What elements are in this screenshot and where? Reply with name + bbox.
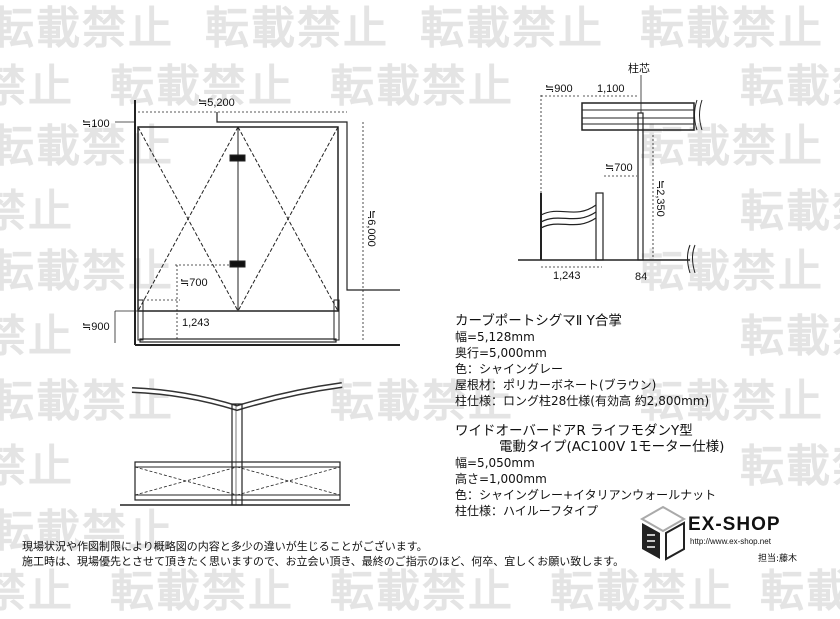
front-view: [120, 382, 350, 506]
watermark-text: 転載禁止: [330, 61, 514, 112]
plan-width-dim: ≒5,200: [198, 97, 235, 109]
side-height-dim: ≒2,350: [654, 180, 666, 217]
watermark-text: 転載禁止: [0, 311, 74, 362]
gate-spec: ワイドオーバードアR ライフモダンY型 電動タイプ(AC100V 1モーター仕様…: [455, 423, 724, 519]
watermark-text: 転載禁止: [0, 246, 174, 297]
watermark-text: 転載禁止: [740, 311, 840, 362]
gate-subtitle: 電動タイプ(AC100V 1モーター仕様): [499, 439, 725, 455]
staff-label: 担当:藤木: [758, 554, 798, 564]
watermark-text: 転載禁止: [0, 121, 174, 172]
watermark-text: 転載禁止: [640, 246, 824, 297]
gate-spec-line: 幅=5,050mm: [455, 456, 535, 470]
gate-spec-line: 柱仕様：ハイルーフタイプ: [455, 504, 599, 518]
carport-spec-line: 屋根材：ポリカーボネート(ブラウン): [455, 378, 657, 392]
side-gate-depth-dim: 1,243: [553, 270, 581, 282]
watermark-text: 転載禁止: [0, 61, 74, 112]
side-view: [518, 75, 703, 274]
side-motor-dim: ≒700: [605, 162, 633, 174]
watermark-text: 転載禁止: [740, 441, 840, 492]
side-post-offset-dim: 1,100: [597, 83, 625, 95]
gate-title: ワイドオーバードアR ライフモダンY型: [455, 423, 693, 439]
carport-spec-line: 奥行=5,000mm: [455, 346, 547, 360]
plan-depth-dim: ≒6,000: [365, 210, 377, 247]
ex-shop-url[interactable]: http://www.ex-shop.net: [690, 537, 771, 546]
watermark-text: 転載禁止: [0, 376, 174, 427]
note-line: 施工時は、現場優先とさせて頂きたく思いますので、お立会い頂き、最終のご指示のほど…: [22, 555, 625, 568]
side-post-width-dim: 84: [635, 271, 647, 283]
drawings: ≒5,200 ≒100 ≒900 ≒6,000 ≒700 1,243 ≒900 …: [82, 61, 703, 506]
note-line: 現場状況や作図制限により概略図の内容と多少の違いが生じることがございます。: [22, 540, 428, 553]
watermark-text: 転載禁止: [0, 441, 74, 492]
watermark-text: 転載禁止: [0, 506, 174, 557]
plan-top-offset-dim: ≒100: [82, 118, 110, 130]
watermark-text: 転載禁止: [740, 61, 840, 112]
plan-gate-offset-dim: ≒900: [82, 321, 110, 333]
watermark-text: 転載禁止: [640, 3, 824, 54]
plan-gate-depth-dim: 1,243: [182, 317, 210, 329]
watermark-text: 転載禁止: [0, 3, 174, 54]
watermark-text: 転載禁止: [330, 376, 514, 427]
watermark-text: 転載禁止: [640, 376, 824, 427]
watermark-text: 転載禁止: [740, 186, 840, 237]
watermark-text: 転載禁止: [420, 3, 604, 54]
plan-motor-dim: ≒700: [180, 277, 208, 289]
watermark-text: 転載禁止: [205, 3, 389, 54]
carport-spec: カーブポートシグマⅡ Y合掌 幅=5,128mm 奥行=5,000mm 色：シャ…: [455, 313, 709, 409]
ex-shop-logo-text: EX-SHOP: [688, 514, 781, 535]
carport-title: カーブポートシグマⅡ Y合掌: [455, 313, 622, 329]
carport-spec-line: 幅=5,128mm: [455, 330, 535, 344]
ex-shop-logo-icon: [639, 505, 687, 561]
watermark-text: 転載禁止: [110, 61, 294, 112]
side-post-center-label: 柱芯: [628, 61, 650, 75]
gate-spec-line: 高さ=1,000mm: [455, 472, 547, 486]
carport-spec-line: 柱仕様：ロング柱28仕様(有効高 約2,800mm): [455, 394, 710, 408]
carport-spec-line: 色：シャイングレー: [455, 362, 564, 376]
gate-spec-line: 色：シャイングレー+イタリアンウォールナット: [455, 488, 717, 502]
plan-view: [114, 100, 400, 346]
side-overhang-dim: ≒900: [545, 83, 573, 95]
watermark-text: 転載禁止: [0, 186, 74, 237]
